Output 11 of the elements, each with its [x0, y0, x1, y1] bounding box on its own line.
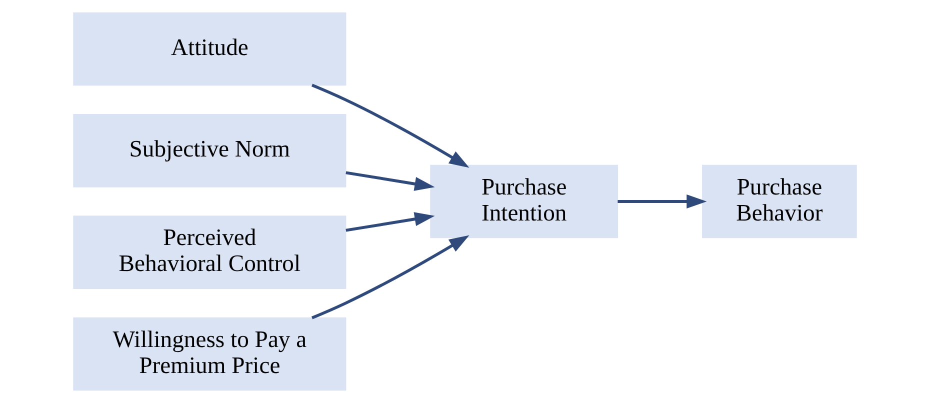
node-box: Purchase Intention — [430, 164, 618, 238]
arrow — [345, 212, 434, 232]
node-box: Purchase Behavior — [702, 164, 856, 238]
node-box: Attitude — [72, 12, 346, 86]
node-box: Perceived Behavioral Control — [72, 216, 346, 289]
node-box: Willingness to Pay a Premium Price — [72, 317, 346, 391]
arrow — [310, 84, 469, 168]
arrow — [310, 235, 469, 320]
arrow — [617, 194, 706, 209]
arrow — [345, 171, 434, 191]
node-box: Subjective Norm — [72, 114, 346, 188]
